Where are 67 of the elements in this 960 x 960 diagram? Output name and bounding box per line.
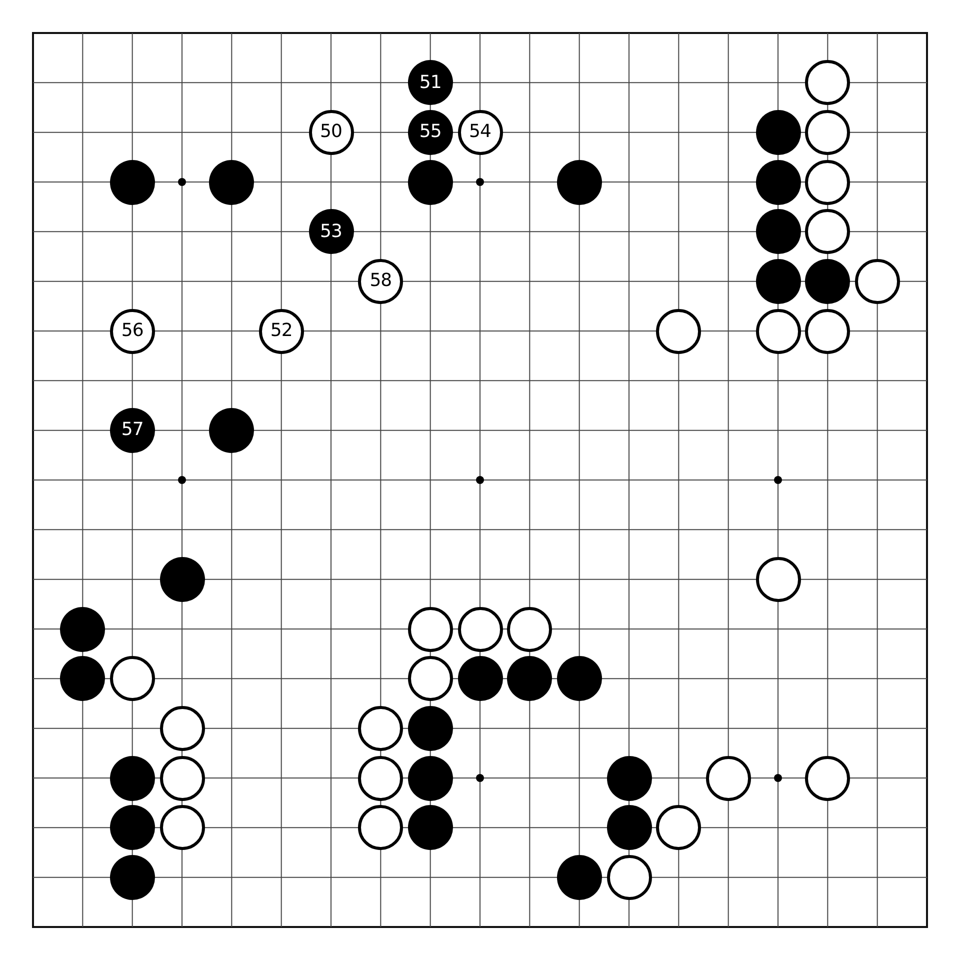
go-stone	[209, 160, 254, 204]
go-stone	[209, 408, 254, 453]
move-number: 51	[419, 72, 442, 93]
go-stone	[358, 258, 404, 304]
go-stone	[408, 656, 453, 702]
move-number: 50	[320, 122, 342, 142]
go-stone	[160, 756, 204, 800]
go-stone	[358, 756, 404, 800]
go-stone	[756, 556, 800, 602]
go-stone	[408, 60, 453, 106]
go-stone	[756, 308, 800, 354]
go-stone	[805, 160, 850, 204]
go-stone	[160, 556, 204, 602]
go-stone	[606, 805, 652, 850]
go-stone	[408, 706, 453, 751]
go-stone	[110, 656, 155, 702]
go-stone	[805, 60, 850, 106]
go-stone	[110, 805, 155, 850]
go-stone	[805, 308, 850, 354]
go-stone	[458, 606, 502, 652]
go-stone	[756, 258, 800, 304]
go-stone	[258, 308, 304, 354]
go-stone	[408, 606, 453, 652]
go-stone	[408, 805, 453, 850]
go-stone	[160, 706, 204, 751]
go-stone	[805, 258, 850, 304]
go-stone	[110, 408, 155, 453]
go-stone	[507, 606, 552, 652]
go-stone	[110, 160, 155, 204]
go-stone	[656, 805, 702, 850]
go-stone	[160, 805, 204, 850]
go-stone	[458, 656, 502, 702]
move-number: 57	[121, 420, 144, 440]
go-stone	[805, 110, 850, 155]
move-number: 55	[419, 122, 442, 142]
go-stone	[756, 209, 800, 254]
go-stone	[308, 110, 354, 155]
move-number: 54	[469, 122, 491, 142]
go-stone	[458, 110, 502, 155]
go-stone	[805, 209, 850, 254]
go-stone	[110, 854, 155, 900]
move-number: 52	[270, 321, 292, 341]
go-stone	[756, 110, 800, 155]
go-stone	[556, 656, 602, 702]
go-stone	[60, 606, 106, 652]
go-stone	[308, 209, 354, 254]
go-stone	[408, 160, 453, 204]
go-stone	[408, 110, 453, 155]
go-stone	[110, 756, 155, 800]
move-number: 58	[370, 271, 392, 292]
go-stone	[507, 656, 552, 702]
go-stone	[556, 854, 602, 900]
move-number: 53	[320, 222, 342, 242]
go-stone	[110, 308, 155, 354]
go-stone	[606, 854, 652, 900]
go-stone	[706, 756, 751, 800]
go-stone	[854, 258, 900, 304]
go-stone	[358, 706, 404, 751]
go-stone	[805, 756, 850, 800]
go-stone	[556, 160, 602, 204]
go-stone	[606, 756, 652, 800]
go-stone	[408, 756, 453, 800]
go-stone	[656, 308, 702, 354]
move-number: 56	[121, 321, 144, 341]
go-stone	[358, 805, 404, 850]
go-stone	[60, 656, 106, 702]
go-stone	[756, 160, 800, 204]
